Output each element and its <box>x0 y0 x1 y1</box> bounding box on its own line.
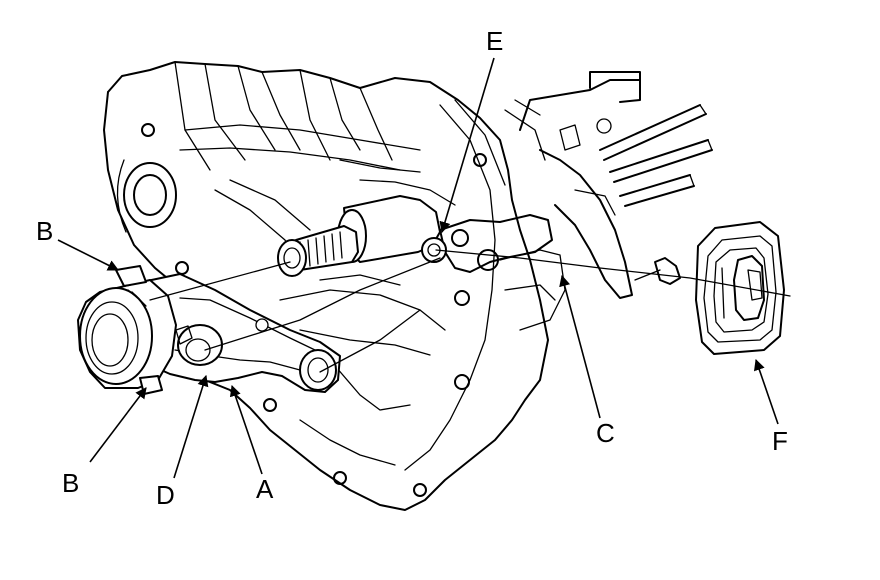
release-fork <box>131 273 341 393</box>
leader-f <box>753 358 779 425</box>
release-bearing <box>77 265 177 395</box>
leader-a <box>229 384 263 475</box>
callout-f: F <box>772 426 788 456</box>
callout-b-top: B <box>36 216 53 246</box>
alignment-lines <box>149 249 791 373</box>
transmission-housing <box>103 61 713 511</box>
leader-e <box>439 57 495 234</box>
input-shaft <box>277 195 447 277</box>
callout-leaders <box>57 57 779 479</box>
callout-c: C <box>596 418 615 448</box>
dust-boot <box>695 221 785 355</box>
callout-a: A <box>256 474 274 504</box>
callout-labels: B B D A E C F <box>36 26 788 510</box>
callout-d: D <box>156 480 175 510</box>
callout-e: E <box>486 26 503 56</box>
leader-d <box>173 374 209 479</box>
callout-b-bottom: B <box>62 468 79 498</box>
leader-b-top <box>57 239 120 271</box>
leader-b-bottom <box>89 387 147 463</box>
leader-c <box>559 274 601 419</box>
